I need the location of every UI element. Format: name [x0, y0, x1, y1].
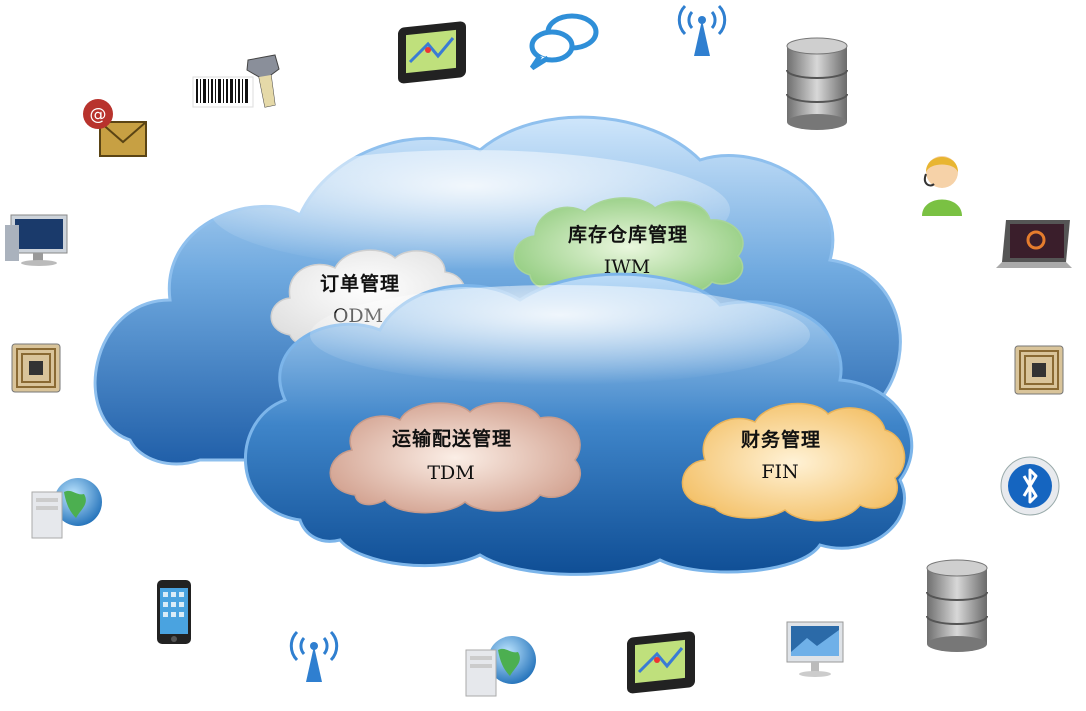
laptop-icon: [996, 220, 1072, 268]
module-tdm-cloud: 运输配送管理 TDM: [329, 402, 582, 514]
database-icon: [926, 559, 988, 652]
web-server-icon: [465, 636, 536, 697]
barcode-scanner-icon: [192, 54, 280, 108]
imac-icon: [786, 621, 844, 677]
module-odm-name: 订单管理: [320, 272, 400, 295]
email-icon: @: [83, 99, 147, 157]
support-agent-icon: [922, 156, 962, 216]
wireless-antenna-icon: [289, 630, 339, 682]
chat-bubbles-icon: [529, 13, 599, 71]
gps-navigator-icon: [627, 631, 695, 694]
module-fin-code: FIN: [761, 461, 798, 483]
module-fin-name: 财务管理: [741, 428, 821, 451]
module-iwm-code: IWM: [604, 256, 651, 278]
wireless-antenna-icon: [677, 4, 727, 56]
module-tdm-code: TDM: [427, 462, 474, 484]
smartphone-icon: [157, 580, 191, 644]
desktop-monitor-icon: [5, 214, 68, 266]
module-iwm-name: 库存仓库管理: [568, 223, 688, 246]
svg-text:@: @: [90, 105, 107, 125]
web-server-icon: [31, 478, 102, 539]
rfid-chip-icon: [1014, 345, 1064, 395]
gps-navigator-icon: [398, 21, 466, 84]
bluetooth-icon: [1000, 456, 1060, 516]
module-fin-cloud: 财务管理 FIN: [681, 402, 906, 522]
rfid-chip-icon: [11, 343, 61, 393]
module-tdm-name: 运输配送管理: [392, 427, 512, 450]
database-icon: [786, 37, 848, 130]
